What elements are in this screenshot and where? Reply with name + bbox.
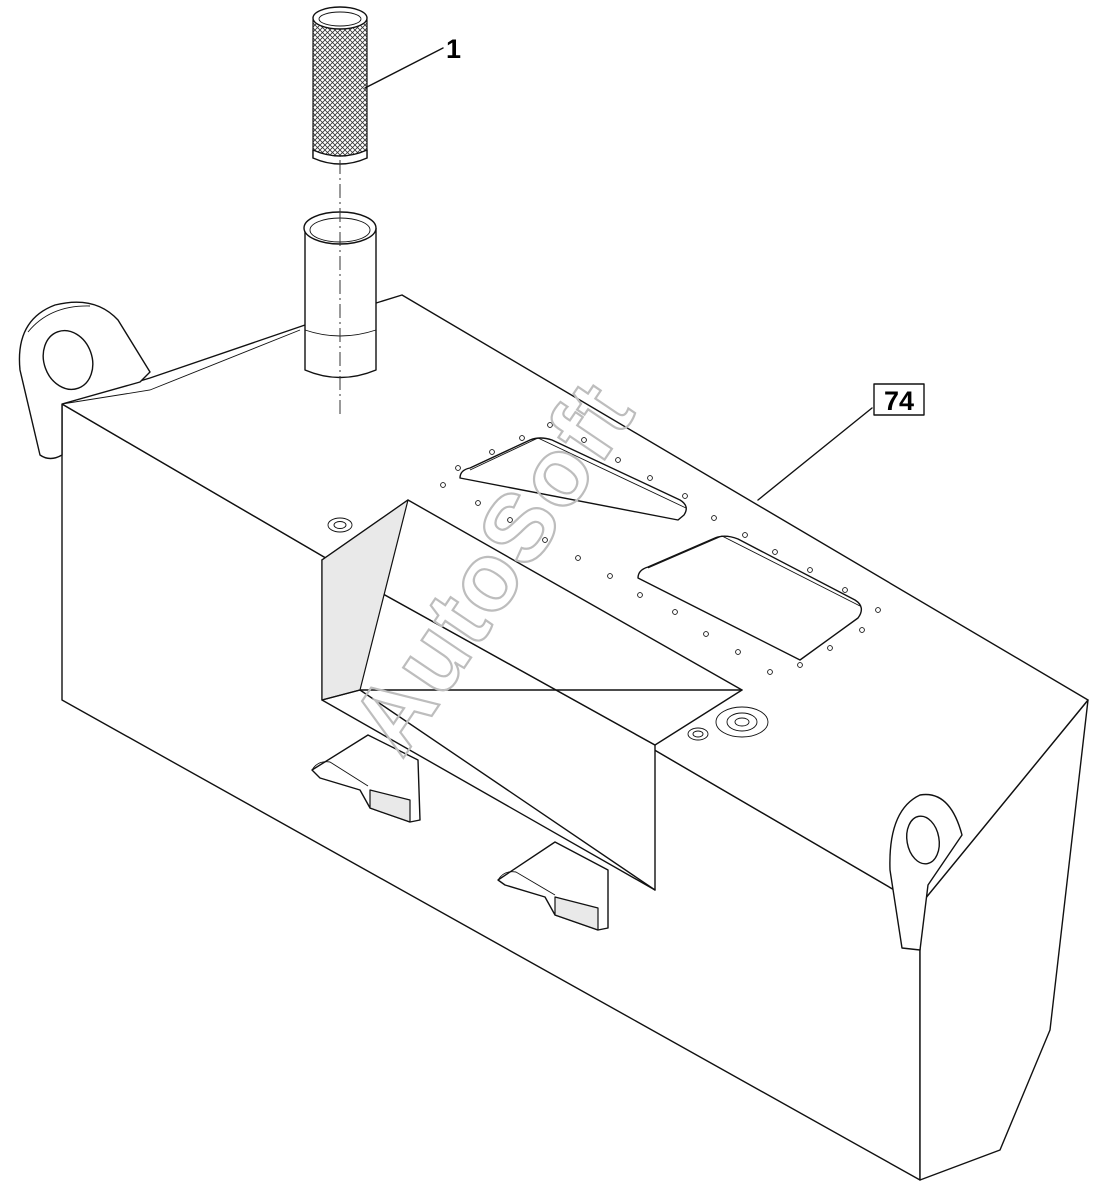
- callout-part-74: 74: [757, 383, 925, 501]
- lifting-eye-right: [889, 793, 963, 951]
- callout-label-1: 1: [446, 34, 461, 64]
- callout-part-1: 1: [364, 34, 461, 89]
- mounting-bracket-right: [497, 841, 609, 931]
- strainer-filter: [312, 6, 368, 165]
- lifting-eye-left: [18, 301, 151, 460]
- access-plate-rear: [459, 437, 687, 521]
- callout-label-74: 74: [884, 386, 914, 416]
- access-plate-front: [637, 535, 863, 661]
- plate-bolt-holes: [440, 422, 881, 675]
- sender-port: [715, 706, 769, 738]
- small-boss-left: [327, 517, 353, 533]
- small-boss-right: [687, 727, 709, 741]
- mounting-bracket-left: [311, 734, 421, 823]
- step-recess: [321, 499, 743, 891]
- callout-box-74: [873, 383, 925, 416]
